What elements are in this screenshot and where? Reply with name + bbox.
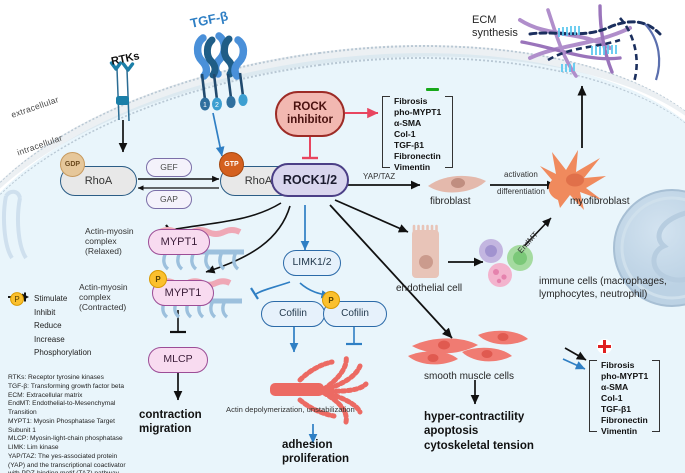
endothelial-cell-icon — [412, 224, 439, 278]
legend-row-reduce: Reduce — [8, 292, 91, 333]
organelle-icon — [2, 189, 28, 260]
legend-row-increase: Increase — [8, 292, 91, 347]
actin-depolymerization-icon — [270, 353, 369, 425]
tgfb-ligand-receptor: 1 2 — [193, 32, 248, 111]
arrow-mypt1-inhibits-mlcp — [170, 310, 186, 334]
arrow-cofilinp-inhibits-actin — [346, 327, 362, 346]
rtk-receptor — [109, 61, 135, 122]
arrow-inhibitor-inhibits-rock — [302, 137, 318, 160]
arrow-tgfb-down — [212, 112, 225, 157]
edge-label-yaptaz: YAP/TAZ — [363, 172, 396, 181]
marker-item: Col-1 — [394, 129, 416, 139]
marker-item: pho-MYPT1 — [394, 107, 442, 117]
edge-label-differentiation: differentiation — [497, 187, 545, 196]
legend: Stimulate Inhibit Reduce Increase P Phos… — [8, 292, 91, 360]
label-immune-cells: immune cells (macrophages,lymphocytes, n… — [539, 276, 667, 300]
marker-list-reduce: Fibrosis pho-MYPT1 α-SMA Col-1 TGF-β1 Fi… — [382, 96, 454, 172]
marker-item: Vimentin — [394, 162, 431, 172]
node-limk12[interactable]: LIMK1/2 — [283, 250, 341, 276]
marker-list-increase: Fibrosis pho-MYPT1 α-SMA Col-1 TGF-β1 Fi… — [589, 360, 661, 436]
node-cofilin[interactable]: Cofilin — [261, 301, 325, 327]
green-minus-icon — [425, 88, 439, 92]
arrow-rock-to-mypt1-p — [205, 205, 291, 274]
arrow-rock-to-endothelial — [334, 199, 409, 233]
node-rock12[interactable]: ROCK1/2 — [271, 163, 349, 197]
ecm-fibers-icon — [518, 4, 662, 83]
reduce-icon-wrap — [402, 88, 462, 92]
smooth-muscle-cells-icon — [408, 330, 528, 365]
svg-text:1: 1 — [203, 102, 207, 109]
edge-label-activation: activation — [504, 170, 538, 179]
phosphorylation-icon-mypt1: P — [149, 270, 167, 288]
marker-item: Fibrosis — [601, 360, 635, 370]
legend-row-phosphorylation: P Phosphorylation — [8, 292, 92, 360]
label-actin-depolymerization: Actin depolymerization, unstabilization — [226, 405, 355, 414]
label-fibroblast: fibroblast — [430, 196, 471, 207]
node-gef[interactable]: GEF — [146, 158, 192, 177]
increase-icon-wrap — [597, 339, 612, 354]
legend-label: Reduce — [34, 321, 62, 331]
arrow-gef-exchange — [137, 175, 220, 191]
arrow-rock-to-smc — [329, 204, 453, 339]
node-gap[interactable]: GAP — [146, 190, 192, 209]
gtp-badge: GTP — [219, 152, 244, 177]
legend-label: Increase — [34, 334, 65, 344]
marker-item: Fibrosis — [394, 96, 428, 106]
arrow-limk-inhibits-cofilin — [250, 281, 291, 300]
marker-item: Vimentin — [601, 426, 638, 436]
legend-label: Inhibit — [34, 307, 56, 317]
marker-item: TGF-β1 — [394, 140, 425, 150]
legend-label: Stimulate — [34, 294, 68, 304]
arrow-to-increase-blue — [562, 358, 586, 370]
phosphorylation-icon: P — [322, 291, 340, 309]
immune-cells-icon — [479, 239, 533, 287]
marker-list-items-increase: Fibrosis pho-MYPT1 α-SMA Col-1 TGF-β1 Fi… — [597, 360, 652, 436]
fibroblast-cell-icon — [428, 175, 486, 193]
arrow-to-increase-black — [564, 347, 587, 361]
marker-item: pho-MYPT1 — [601, 371, 649, 381]
abbreviations-list: RTKs: Receptor tyrosine kinases TGF-β: T… — [8, 374, 126, 473]
node-mypt1-contracted[interactable]: MYPT1 — [152, 280, 214, 306]
marker-item: α-SMA — [394, 118, 422, 128]
myofibroblast-cell-icon — [540, 150, 606, 210]
gdp-badge: GDP — [60, 152, 85, 177]
label-myofibroblast: myofibroblast — [570, 196, 630, 207]
legend-label: Phosphorylation — [34, 348, 92, 358]
legend-row-inhibit: Inhibit — [8, 292, 91, 320]
node-mypt1-relaxed[interactable]: MYPT1 — [148, 229, 210, 255]
label-smooth-muscle-cells: smooth muscle cells — [424, 371, 515, 382]
node-mlcp[interactable]: MLCP — [148, 347, 208, 373]
marker-item: α-SMA — [601, 382, 629, 392]
marker-list-items-reduce: Fibrosis pho-MYPT1 α-SMA Col-1 TGF-β1 Fi… — [390, 96, 445, 172]
marker-item: TGF-β1 — [601, 404, 632, 414]
svg-text:2: 2 — [215, 102, 219, 109]
red-plus-icon — [597, 339, 612, 354]
marker-item: Fibronectin — [601, 415, 648, 425]
marker-item: Col-1 — [601, 393, 623, 403]
nucleus-icon — [613, 189, 685, 307]
label-endothelial-cell: endothelial cell — [396, 283, 463, 294]
marker-item: Fibronectin — [394, 151, 441, 161]
svg-text:P: P — [14, 295, 19, 304]
